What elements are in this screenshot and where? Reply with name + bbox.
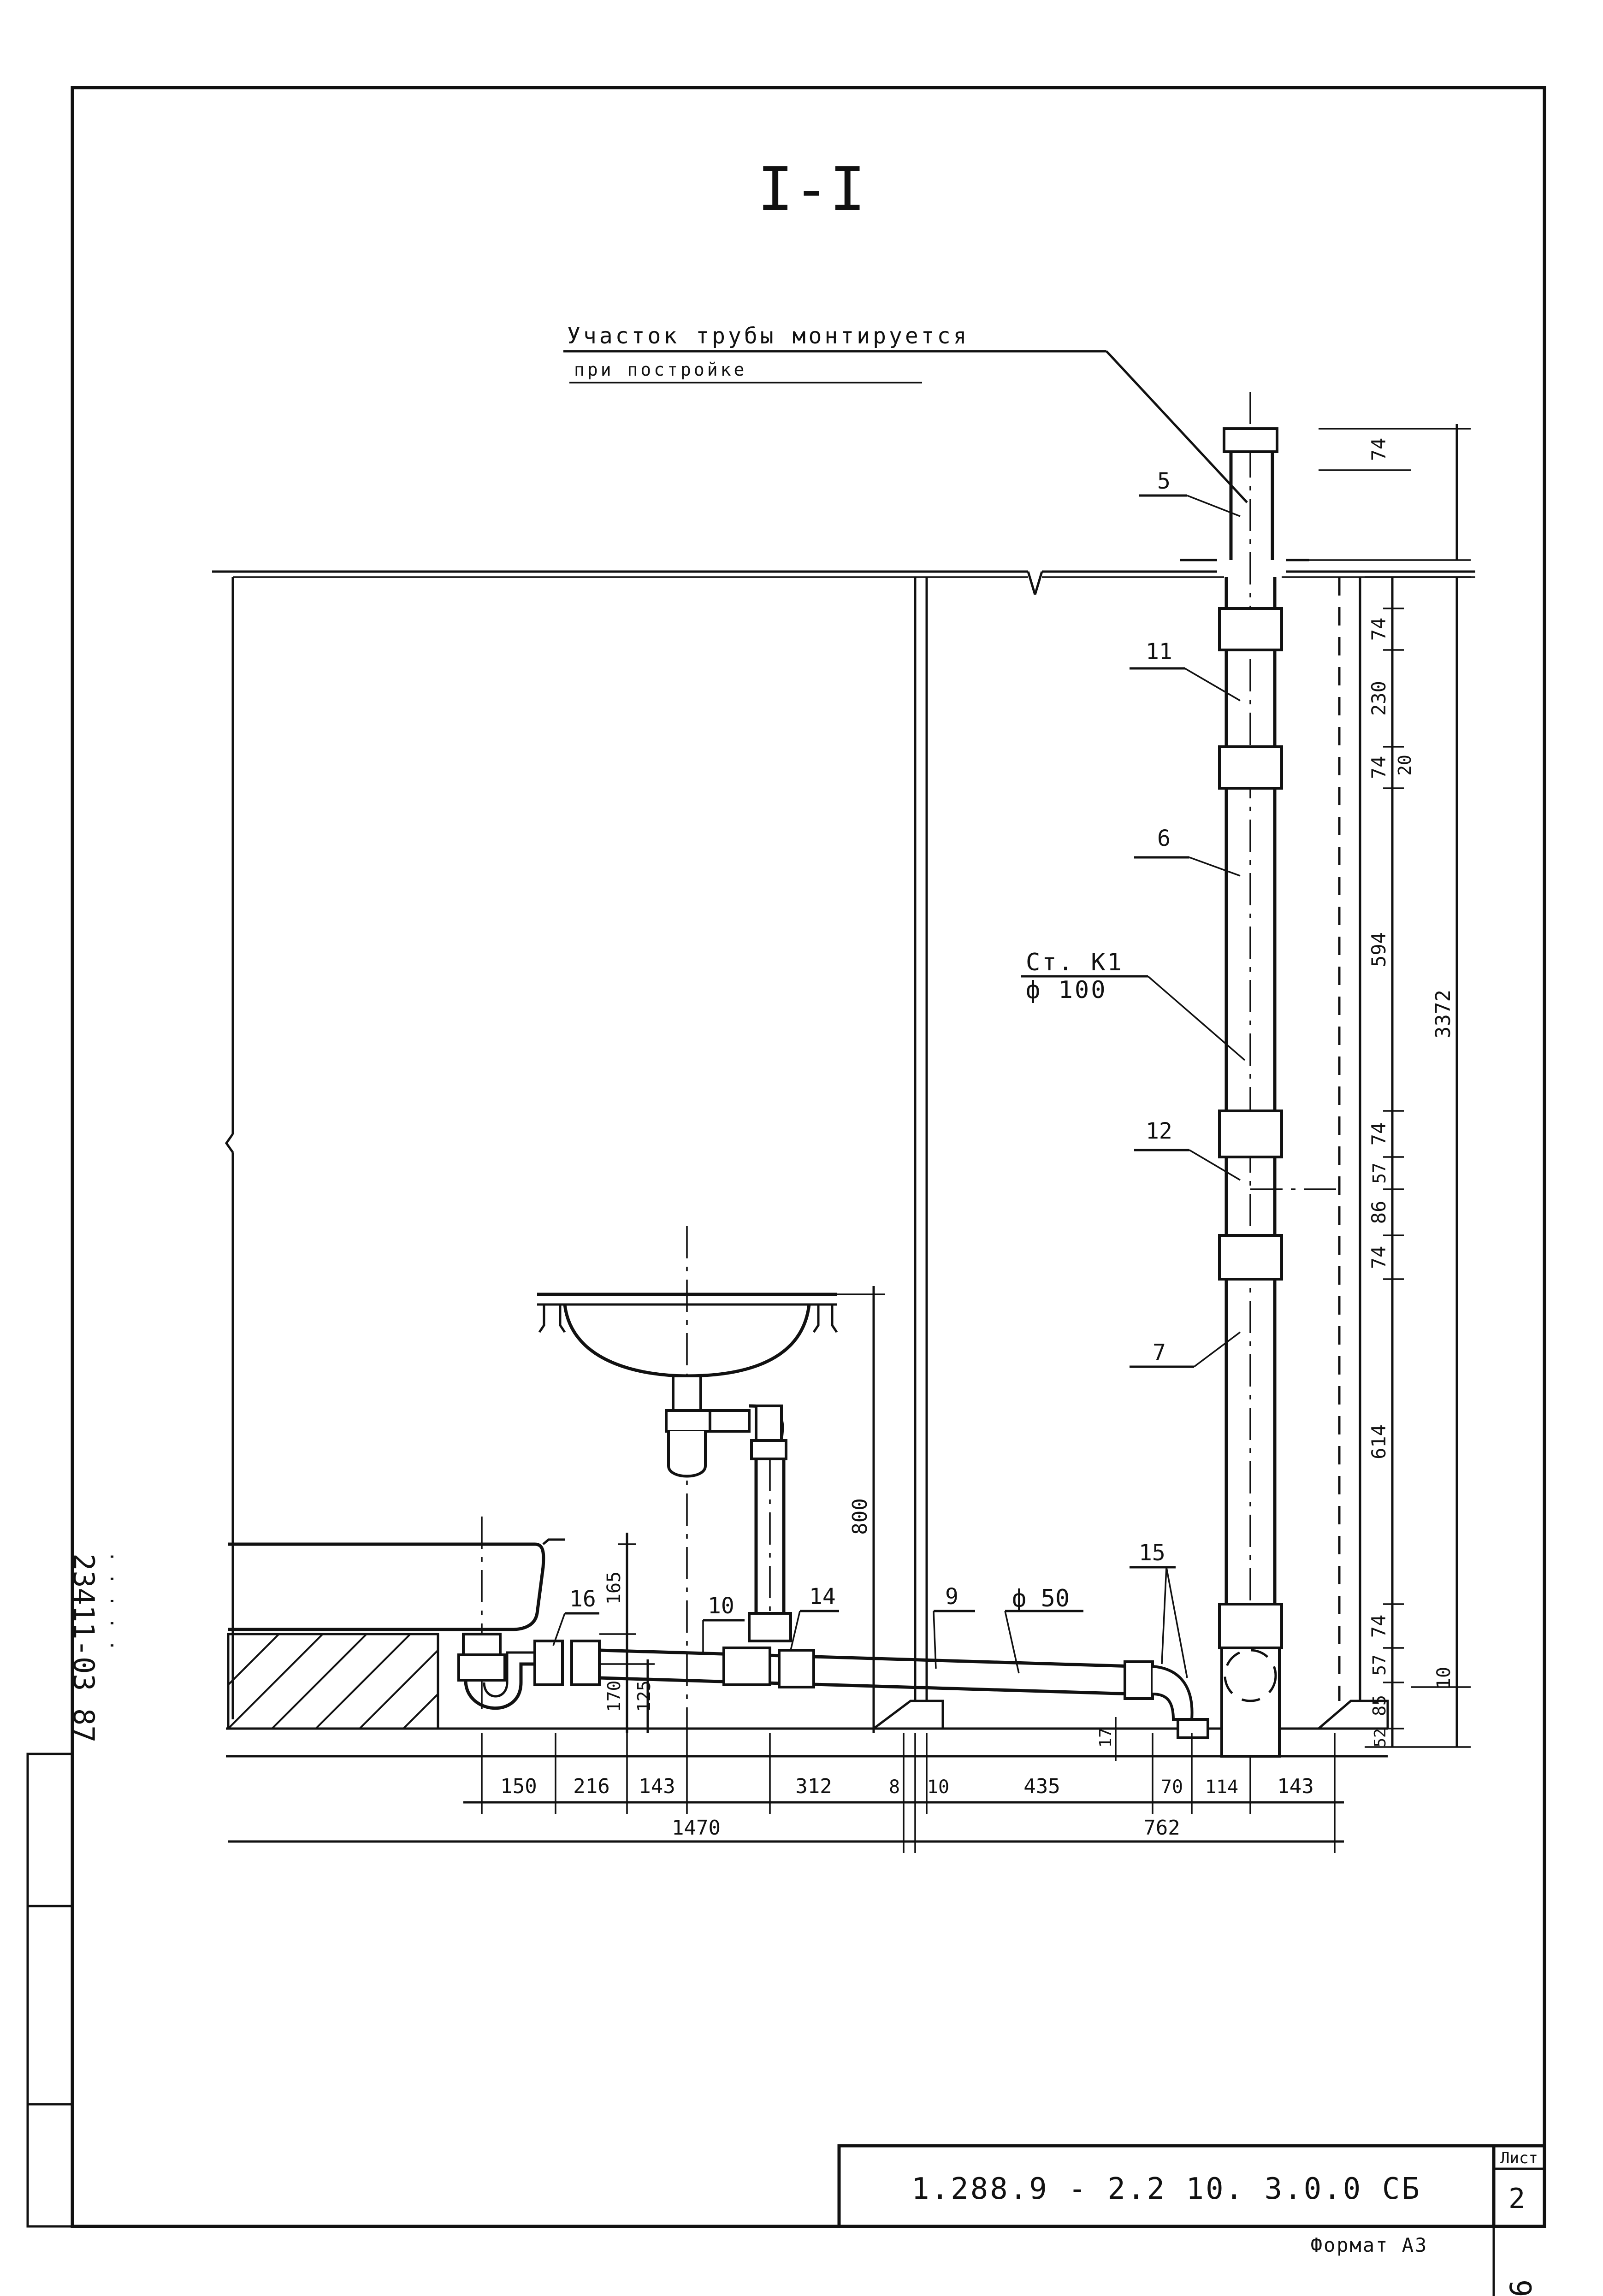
pos-14: 14 [809, 1584, 836, 1610]
dim-r-52: 52 [1371, 1729, 1390, 1747]
section-title: I-I [757, 154, 866, 224]
pos-15: 15 [1139, 1540, 1165, 1566]
installation-note: Участок трубы монтируется при постройке [563, 323, 1248, 503]
pos-10: 10 [708, 1593, 734, 1619]
dim-h-143b: 143 [1277, 1775, 1313, 1798]
dim-165: 165 [603, 1571, 625, 1605]
side-stamp-small: . . . . . [106, 1551, 127, 1651]
dim-h-1470: 1470 [672, 1816, 721, 1840]
dim-r-614: 614 [1367, 1424, 1390, 1459]
bath-trap [457, 1633, 601, 1710]
side-stamp: 23411-03 87 [67, 1553, 101, 1743]
bath-hatch [227, 1633, 439, 1729]
dim-r-594: 594 [1367, 932, 1390, 967]
pos-7: 7 [1153, 1340, 1166, 1365]
riser-label-line1: Ст. К1 [1026, 949, 1124, 976]
dim-17: 17 [1096, 1728, 1115, 1747]
dim-h-70: 70 [1161, 1777, 1183, 1798]
pos-12: 12 [1146, 1118, 1172, 1144]
dim-h-150: 150 [500, 1775, 537, 1798]
basin-dimensions: 800 [830, 1286, 885, 1733]
position-callouts: 5 11 6 12 7 15 16 10 14 9 [552, 468, 1241, 1678]
dim-h-114: 114 [1205, 1777, 1238, 1798]
dim-r-74c: 74 [1367, 1122, 1390, 1146]
dim-h-216: 216 [573, 1775, 609, 1798]
hidden-duct [1338, 577, 1361, 1701]
horizontal-dimensions: 150 216 143 312 8 10 435 70 114 143 1470… [228, 1733, 1344, 1853]
pos-6: 6 [1157, 826, 1171, 851]
dim-r-57a: 57 [1369, 1163, 1390, 1184]
drain-pipe [599, 1647, 1209, 1739]
dim-r-230: 230 [1367, 681, 1390, 716]
dim-h-435: 435 [1023, 1775, 1060, 1798]
page-number: 98 [1502, 2279, 1537, 2296]
riser-label: Ст. К1 ф 100 [1021, 949, 1246, 1061]
pos-9: 9 [945, 1584, 958, 1610]
floor-slab [212, 559, 1475, 595]
dim-h-762: 762 [1143, 1816, 1180, 1840]
dim-r-74e: 74 [1367, 1615, 1390, 1638]
title-format: Формат А3 [1311, 2234, 1428, 2256]
drain-label-text: ф 50 [1012, 1585, 1070, 1612]
title-sheet-label: Лист [1500, 2149, 1538, 2167]
pos-11: 11 [1146, 639, 1172, 665]
dim-h-143a: 143 [639, 1775, 675, 1798]
left-wall [225, 577, 234, 1719]
dim-h-312: 312 [795, 1775, 832, 1798]
dim-h-10: 10 [927, 1777, 949, 1798]
note-line1: Участок трубы монтируется [567, 323, 969, 349]
dim-r-85: 85 [1369, 1695, 1390, 1716]
note-line2: при постройке [574, 360, 747, 380]
drawing-frame [26, 86, 1546, 2228]
dim-r-74d: 74 [1367, 1246, 1390, 1269]
dim-total-3372: 3372 [1431, 990, 1455, 1039]
washbasin [537, 1226, 838, 1733]
partition-wall [914, 577, 928, 1701]
dim-r-57b: 57 [1369, 1654, 1390, 1676]
bathtub [227, 1517, 565, 1730]
pos-16: 16 [569, 1586, 596, 1612]
dim-right-10: 10 [1433, 1667, 1455, 1689]
riser [1218, 392, 1337, 1761]
section-title-group: I-I [757, 154, 866, 224]
dim-170: 170 [604, 1681, 624, 1712]
title-block: 1.288.9 - 2.2 10. 3.0.0 СБ Лист 2 Формат… [837, 2144, 1546, 2296]
dim-125: 125 [634, 1681, 654, 1712]
riser-label-line2: ф 100 [1026, 976, 1107, 1004]
dim-r-20: 20 [1395, 755, 1415, 776]
title-designation: 1.288.9 - 2.2 10. 3.0.0 СБ [911, 2172, 1421, 2206]
pos-5: 5 [1157, 468, 1171, 494]
dim-r-86: 86 [1367, 1201, 1390, 1224]
dim-r-74b: 74 [1367, 756, 1390, 779]
dim-top-74: 74 [1367, 438, 1390, 461]
drain-label: ф 50 [1004, 1585, 1083, 1674]
dim-800: 800 [848, 1498, 872, 1535]
bath-dimensions: 165 170 125 17 [599, 1533, 1117, 1761]
title-sheet-number: 2 [1508, 2183, 1525, 2215]
riser-dimensions: 74 74 230 74 20 594 74 57 86 74 614 74 5… [1291, 424, 1471, 1748]
dim-r-74a: 74 [1367, 618, 1390, 641]
dim-h-8: 8 [889, 1777, 900, 1798]
